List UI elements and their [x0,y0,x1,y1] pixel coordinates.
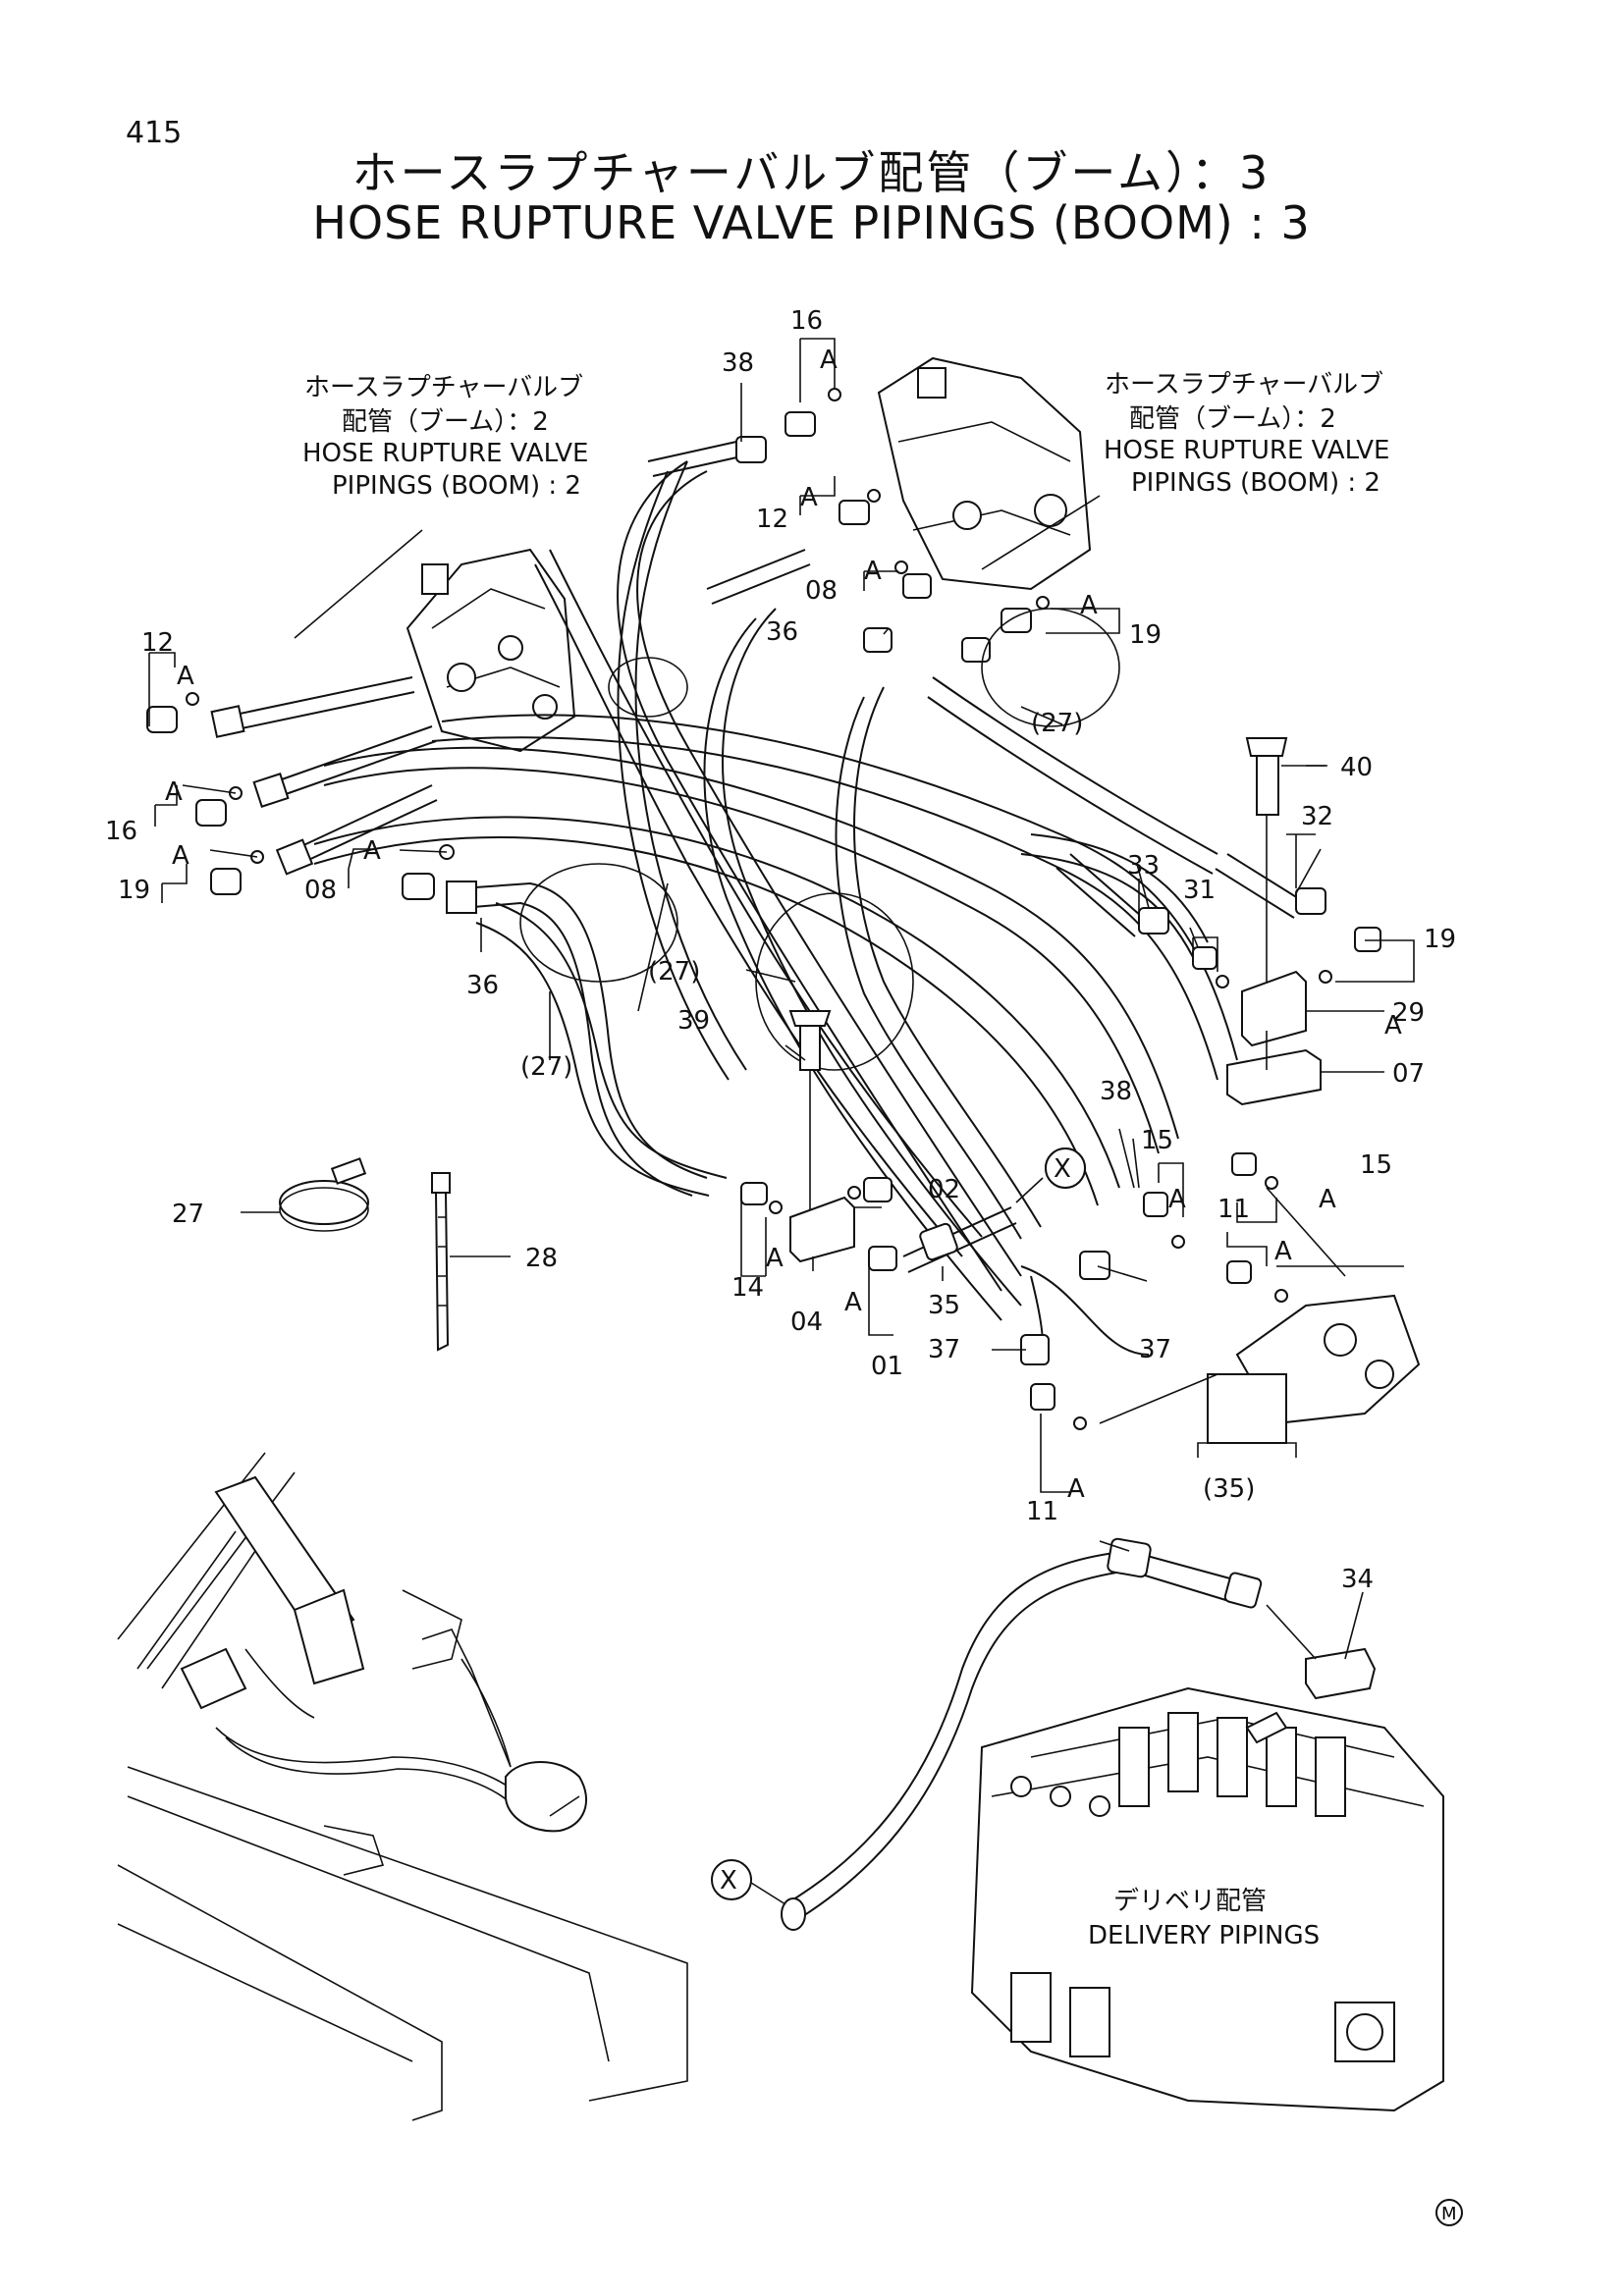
part-label-11-lower: 11 [1026,1497,1058,1526]
part-label-29: 29 [1392,998,1425,1028]
part-label-27-top-right: (27) [1031,709,1083,738]
page-title-en: HOSE RUPTURE VALVE PIPINGS (BOOM) : 3 [312,196,1311,249]
reference-right: ホースラプチャーバルブ 配管（ブーム）：2 HOSE RUPTURE VALVE… [1104,370,1389,498]
part-label-31: 31 [1183,876,1216,905]
callout-a-10: A [1168,1185,1186,1214]
corner-mark-label: M [1441,2204,1457,2224]
part-label-11-right: 11 [1217,1195,1250,1224]
callout-a-15: A [1067,1474,1085,1504]
part-label-19-right: 19 [1424,925,1456,954]
hose-rupture-valve-left [294,529,576,753]
hose-rupture-valve-right [877,356,1101,591]
part-label-15-left: 15 [1141,1126,1173,1155]
part-label-16-top: 16 [790,306,823,336]
connector-x-top: X [1045,1148,1086,1189]
lower-right-valve [1020,1152,1421,1493]
part-label-27-left: (27) [520,1052,572,1082]
callout-a-4: A [1080,591,1098,620]
part-label-40: 40 [1340,753,1373,782]
callout-a-3: A [864,557,882,586]
part-label-12-left: 12 [141,628,174,658]
clamp-callouts [519,608,1120,1071]
reference-left: ホースラプチャーバルブ 配管（ブーム）：2 HOSE RUPTURE VALVE… [302,373,588,501]
corner-mark: M [1435,2199,1463,2226]
reference-right-jp-1: ホースラプチャーバルブ [1105,370,1383,400]
part-label-04: 04 [790,1308,823,1337]
page-title-jp: ホースラプチャーバルブ配管（ブーム）：3 [352,146,1271,199]
part-label-16-left: 16 [105,817,137,846]
reference-left-jp-2: 配管（ブーム）：2 [342,407,549,437]
part-label-28: 28 [525,1244,558,1273]
delivery-label: デリベリ配管 DELIVERY PIPINGS [1088,1887,1320,1950]
part-label-36-center: 36 [766,617,798,647]
callout-a-1: A [820,346,838,375]
connector-x-bottom: X [711,1859,786,1905]
part-label-08-center: 08 [805,576,838,606]
part-label-19-top-right: 19 [1129,620,1162,650]
delivery-hose [781,1537,1377,1931]
part-label-35-paren: (35) [1203,1474,1255,1504]
part-label-12-center: 12 [756,505,788,534]
hose-bundle [313,460,1238,1321]
block-04-assembly [740,1010,1086,1336]
part-label-38-lower: 38 [1100,1077,1132,1106]
part-label-27-clamp: 27 [172,1200,204,1229]
part-label-08-left: 08 [304,876,337,905]
part-label-38-top: 38 [722,348,754,378]
part-label-39: 39 [677,1006,710,1036]
part-label-36-left: 36 [466,971,499,1000]
part-label-19-left: 19 [118,876,150,905]
part-label-35: 35 [928,1291,960,1320]
callout-a-11: A [1319,1185,1336,1214]
reference-left-en-2: PIPINGS (BOOM) : 2 [332,471,581,501]
part-number-labels: 16 38 12 08 36 19 (27) 40 32 33 31 19 29… [105,306,1456,1594]
left-fittings [146,652,455,903]
part-label-37-right: 37 [1139,1335,1171,1364]
callout-letters: A A A A A A A A A A A A A A A [165,346,1402,1504]
machine-boom-illustration [117,1452,688,2121]
reference-left-en-1: HOSE RUPTURE VALVE [302,439,588,468]
part-label-14: 14 [731,1273,764,1303]
callout-a-13: A [766,1244,784,1273]
part-label-32: 32 [1301,802,1333,831]
reference-right-en-2: PIPINGS (BOOM) : 2 [1131,468,1380,498]
part-label-33: 33 [1127,851,1160,881]
part-label-07: 07 [1392,1059,1425,1089]
leader-lines [241,383,1404,1660]
part-label-02: 02 [928,1175,960,1204]
part-label-37-left: 37 [928,1335,960,1364]
callout-a-2: A [800,483,818,512]
callout-a-9: A [1384,1011,1402,1041]
left-hose-ends [210,676,708,1197]
callout-a-8: A [363,836,381,866]
delivery-label-en: DELIVERY PIPINGS [1088,1921,1320,1950]
part-label-01: 01 [871,1352,903,1381]
part-label-27-center: (27) [648,957,700,987]
delivery-label-jp: デリベリ配管 [1113,1887,1267,1916]
callout-a-6: A [165,777,183,807]
callout-a-12: A [1274,1237,1292,1266]
connector-x-bottom-label: X [720,1866,737,1896]
connector-x-top-label: X [1054,1154,1071,1184]
band-28 [431,1172,451,1352]
reference-right-en-1: HOSE RUPTURE VALVE [1104,436,1389,465]
control-valve [970,1686,1444,2112]
block-29-assembly [1055,737,1415,1106]
part-label-34: 34 [1341,1565,1374,1594]
reference-right-jp-2: 配管（ブーム）：2 [1129,404,1336,434]
page-number: 415 [126,116,183,150]
clamp-27 [279,1157,369,1232]
callout-a-14: A [844,1288,862,1317]
callout-a-5: A [177,662,194,691]
part-label-15-right: 15 [1360,1150,1392,1180]
reference-left-jp-1: ホースラプチャーバルブ [304,373,583,402]
callout-a-7: A [172,841,189,871]
